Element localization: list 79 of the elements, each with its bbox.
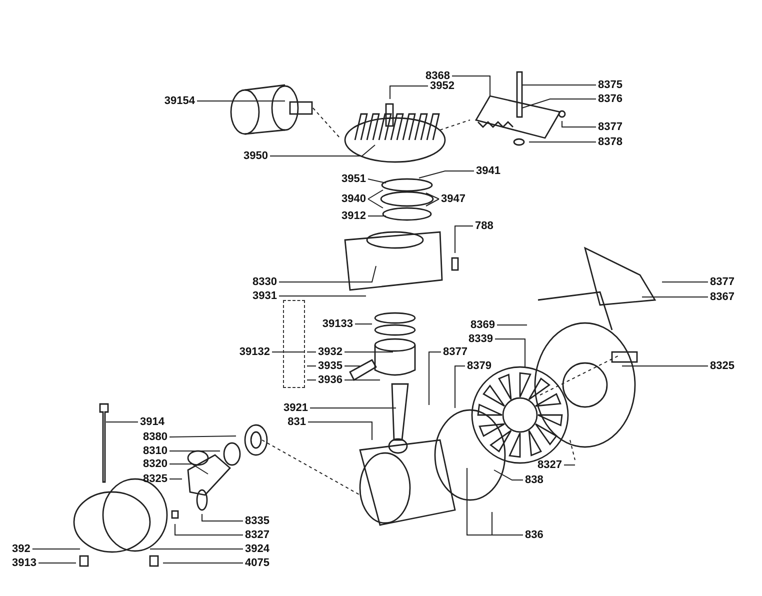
leader-line (466, 468, 524, 536)
leader-line (522, 98, 596, 108)
callout-number: 3914 (140, 416, 164, 428)
callout-number: 8379 (467, 360, 492, 372)
leader-line (368, 198, 384, 208)
dashed-outline (283, 300, 305, 388)
leader-line (32, 548, 80, 550)
callout-number: 3913 (12, 557, 36, 569)
callout-number: 838 (525, 474, 544, 486)
callout-number: 3935 (318, 360, 342, 372)
callout-number: 39154 (164, 95, 195, 107)
callout-number: 3952 (430, 80, 454, 92)
leader-line (562, 120, 596, 128)
leader-line (642, 296, 708, 298)
leader-line (169, 478, 182, 480)
callout-number: 8368 (426, 70, 450, 82)
leader-line (150, 548, 244, 550)
leader-line (496, 324, 528, 326)
leader-line (308, 422, 372, 440)
callout-number: 3921 (284, 402, 308, 414)
callout-number: 788 (475, 220, 494, 232)
leader-line (169, 464, 208, 474)
leader-line (494, 470, 524, 480)
callout-number: 8335 (245, 515, 270, 527)
callout-number: 8325 (710, 360, 734, 372)
leader-line (196, 100, 286, 102)
callout-number: 392 (12, 543, 30, 555)
callout-number: 8378 (598, 136, 622, 148)
leader-line (426, 192, 440, 200)
callout-number: 3932 (318, 346, 342, 358)
leader-line (368, 178, 386, 184)
callout-number: 8377 (710, 276, 734, 288)
leader-line (162, 562, 244, 564)
leader-line (38, 562, 76, 564)
callout-number: 39133 (322, 318, 353, 330)
leader-line (428, 352, 442, 406)
callout-number: 8327 (538, 459, 562, 471)
callout-number: 8320 (143, 458, 168, 470)
callout-number: 831 (288, 416, 306, 428)
callout-number: 8375 (598, 79, 622, 91)
leader-line (522, 84, 596, 86)
leader-line (426, 198, 440, 206)
callout-number: 836 (525, 529, 544, 541)
leader-line (202, 514, 244, 522)
callout-number: 3936 (318, 374, 342, 386)
leader-line (270, 144, 376, 156)
callout-number: 3947 (441, 193, 466, 205)
callout-number: 3940 (342, 193, 366, 205)
callout-number: 4075 (245, 557, 270, 569)
leader-line (169, 436, 236, 438)
callout-number: 3941 (476, 165, 500, 177)
callout-number: 8339 (468, 333, 493, 345)
callout-number: 8310 (143, 445, 168, 457)
callout-number: 3931 (252, 290, 277, 302)
callout-number: 3912 (342, 210, 366, 222)
callout-number: 8325 (143, 473, 168, 485)
callout-number: 3950 (244, 150, 268, 162)
callout-number: 8367 (710, 291, 734, 303)
callout-number: 3924 (245, 543, 270, 555)
leader-line (418, 170, 474, 178)
callout-number: 3951 (342, 173, 366, 185)
callout-number: 8369 (470, 319, 495, 331)
leader-line (454, 226, 474, 254)
callout-number: 39132 (239, 346, 270, 358)
leader-line (564, 464, 576, 466)
leader-line (454, 366, 466, 408)
callout-number: 8377 (443, 346, 468, 358)
leader-line (169, 450, 220, 452)
callout-number: 8327 (245, 529, 270, 541)
leader-line (174, 524, 244, 536)
callout-number: 8376 (598, 93, 622, 105)
leader-line (494, 338, 526, 368)
leader-line (368, 190, 384, 200)
leader-line (452, 76, 490, 96)
leader-line (390, 86, 428, 100)
leader-line (278, 266, 376, 282)
callout-number: 8330 (252, 276, 277, 288)
callout-number: 8380 (143, 431, 168, 443)
callout-number: 8377 (598, 121, 622, 133)
